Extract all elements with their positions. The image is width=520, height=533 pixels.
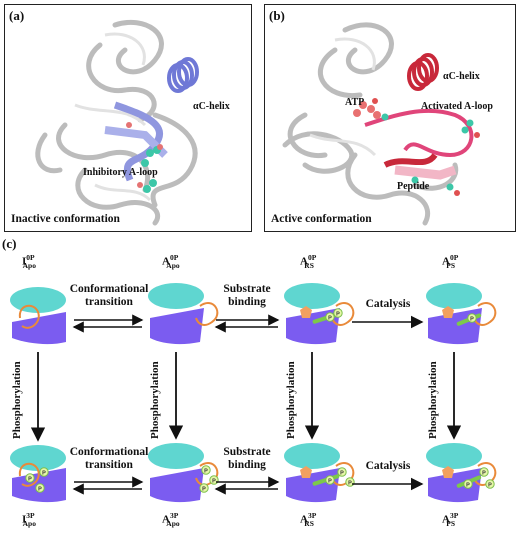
phospho-marker-label: P — [466, 482, 470, 488]
inhibitory-a-loop-label: Inhibitory A-loop — [83, 167, 158, 178]
activated-a-loop-label: Activated A-loop — [421, 101, 493, 112]
kinase-a0p-apo — [148, 283, 219, 345]
phosphorylation-label-2: Phosphorylation — [149, 361, 161, 439]
step-catalysis-bottom: Catalysis — [365, 460, 411, 472]
phospho-marker-label: P — [42, 470, 46, 476]
phospho-marker — [201, 465, 211, 475]
inactive-conformation-label: Inactive conformation — [11, 213, 120, 225]
phospho-marker — [337, 467, 347, 477]
phospho-marker — [479, 467, 489, 477]
state-label-top-1: I0PApo — [22, 253, 36, 270]
phosphorylation-label-4: Phosphorylation — [427, 361, 439, 439]
state-label-bottom-3: A3PRS — [300, 511, 317, 528]
phospho-marker-label: P — [28, 476, 32, 482]
phosphorylation-label-3: Phosphorylation — [285, 361, 297, 439]
phospho-marker — [199, 483, 209, 493]
state-label-top-4: A0PPS — [442, 253, 459, 270]
peptide-label: Peptide — [397, 181, 430, 192]
alpha-c-helix-label-a: αC-helix — [193, 101, 230, 112]
phospho-marker-label: P — [482, 470, 486, 476]
state-label-top-2: A0PApo — [162, 253, 180, 270]
state-label-bottom-2: A3PApo — [162, 511, 180, 528]
panel-a: (a) αC- — [4, 4, 252, 232]
step-catalysis-top: Catalysis — [365, 298, 411, 310]
phospho-marker — [485, 479, 495, 489]
state-label-bottom-1: I3PApo — [22, 511, 36, 528]
kinase-a3p-rs — [284, 443, 355, 503]
phospho-marker-label: P — [336, 311, 340, 317]
active-conformation-label: Active conformation — [271, 213, 372, 225]
phospho-marker — [463, 479, 473, 489]
phospho-marker-label: P — [348, 480, 352, 486]
active-structure-image — [282, 22, 480, 226]
kinase-a3p-ps — [426, 443, 497, 503]
phospho-marker-label: P — [204, 468, 208, 474]
phospho-marker — [325, 312, 335, 322]
phospho-marker — [209, 475, 219, 485]
phospho-marker — [467, 313, 477, 323]
phospho-marker-label: P — [470, 316, 474, 322]
kinase-a0p-ps — [426, 283, 497, 345]
panel-b-label: (b) — [269, 8, 285, 23]
phospho-marker — [333, 308, 343, 318]
alpha-c-helix-label-b: αC-helix — [443, 71, 480, 82]
panel-a-label: (a) — [9, 8, 25, 23]
phospho-marker-label: P — [212, 478, 216, 484]
inactive-structure-image — [35, 19, 199, 226]
phospho-marker-label: P — [328, 315, 332, 321]
phospho-marker — [325, 475, 335, 485]
kinase-i3p-apo — [10, 445, 66, 503]
phosphorylation-label-1: Phosphorylation — [11, 361, 23, 439]
state-label-bottom-4: A3PPS — [442, 511, 459, 528]
phospho-marker-label: P — [328, 478, 332, 484]
phospho-marker-label: P — [202, 486, 206, 492]
atp-label: ATP — [345, 97, 365, 108]
panel-b: (b) — [264, 4, 516, 232]
phospho-marker-label: P — [488, 482, 492, 488]
kinase-a3p-apo — [148, 443, 219, 503]
phospho-marker-label: P — [38, 486, 42, 492]
kinase-i0p-apo — [10, 287, 66, 345]
phospho-marker — [39, 467, 49, 477]
phospho-marker — [25, 473, 35, 483]
phospho-marker — [35, 483, 45, 493]
phospho-marker-label: P — [340, 470, 344, 476]
panel-c-label: (c) — [2, 236, 17, 251]
phospho-marker — [345, 477, 355, 487]
state-label-top-3: A0PRS — [300, 253, 317, 270]
kinase-a0p-rs — [284, 283, 355, 345]
